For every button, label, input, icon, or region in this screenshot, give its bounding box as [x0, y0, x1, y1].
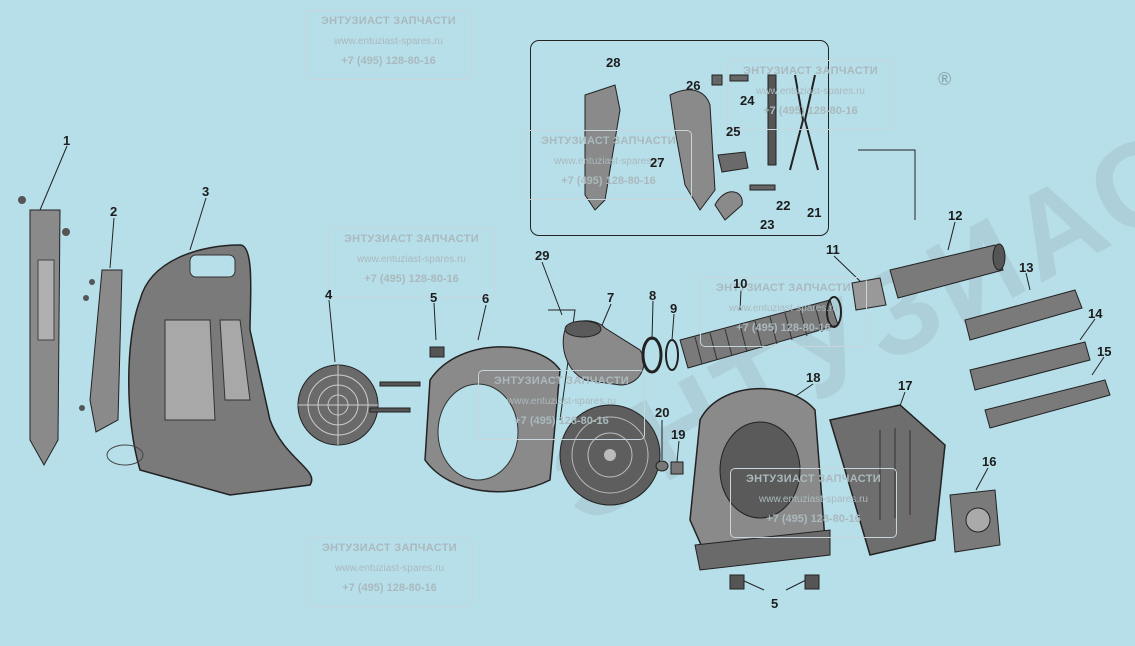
watermark-box: ЭНТУЗИАСТ ЗАПЧАСТИ www.entuziast-spares.…: [305, 10, 472, 80]
watermark-url: www.entuziast-spares.ru: [756, 86, 865, 97]
shoulder-strap-part: [18, 196, 70, 467]
watermark-box: ЭНТУЗИАСТ ЗАПЧАСТИ www.entuziast-spares.…: [306, 537, 473, 607]
part-label: 27: [650, 155, 665, 170]
watermark-box: ЭНТУЗИАСТ ЗАПЧАСТИ www.entuziast-spares.…: [328, 228, 495, 298]
watermark-phone: +7 (495) 128-80-16: [763, 105, 858, 117]
part-label: 29: [535, 248, 550, 263]
part-label: 15: [1097, 344, 1112, 359]
seal-ring-part: [665, 339, 679, 371]
watermark-box: ЭНТУЗИАСТ ЗАПЧАСТИ www.entuziast-spares.…: [727, 60, 894, 130]
pipe-collar-part: [851, 277, 887, 311]
part-label: 21: [807, 205, 822, 220]
part-label: 7: [607, 290, 615, 305]
part-label: 9: [670, 301, 678, 316]
part-label: 26: [686, 78, 701, 93]
part-label: 22: [776, 198, 791, 213]
intake-grille-part: [297, 364, 379, 446]
watermark-title: ЭНТУЗИАСТ ЗАПЧАСТИ: [322, 542, 457, 554]
watermark-url: www.entuziast-spares.ru: [335, 563, 444, 574]
washer-part: [655, 460, 669, 472]
watermark-url: www.entuziast-spares.ru: [759, 494, 868, 505]
part-label: 16: [982, 454, 997, 469]
watermark-phone: +7 (495) 128-80-16: [766, 513, 861, 525]
watermark-box: ЭНТУЗИАСТ ЗАПЧАСТИ www.entuziast-spares.…: [700, 277, 867, 347]
part-label: 19: [671, 427, 686, 442]
part-label: 10: [733, 276, 748, 291]
watermark-title: ЭНТУЗИАСТ ЗАПЧАСТИ: [743, 65, 878, 77]
bushing-part: [670, 461, 684, 475]
back-pad-part: [79, 269, 123, 433]
engine-cover-part: [829, 404, 946, 556]
watermark-phone: +7 (495) 128-80-16: [341, 55, 436, 67]
part-label: 28: [606, 55, 621, 70]
watermark-title: ЭНТУЗИАСТ ЗАПЧАСТИ: [746, 473, 881, 485]
watermark-box: ЭНТУЗИАСТ ЗАПЧАСТИ www.entuziast-spares.…: [730, 468, 897, 538]
spacer-bolts-part: [369, 346, 820, 590]
part-label: 8: [649, 288, 657, 303]
watermark-title: ЭНТУЗИАСТ ЗАПЧАСТИ: [541, 135, 676, 147]
part-label: 24: [740, 93, 755, 108]
part-label: 23: [760, 217, 775, 232]
registered-mark: ®: [938, 69, 952, 89]
watermark-title: ЭНТУЗИАСТ ЗАПЧАСТИ: [344, 233, 479, 245]
starter-plate-part: [949, 489, 1001, 553]
watermark-title: ЭНТУЗИАСТ ЗАПЧАСТИ: [716, 282, 851, 294]
part-label: 17: [898, 378, 913, 393]
watermark-title: ЭНТУЗИАСТ ЗАПЧАСТИ: [494, 375, 629, 387]
watermark-phone: +7 (495) 128-80-16: [342, 582, 437, 594]
watermark-phone: +7 (495) 128-80-16: [514, 415, 609, 427]
part-label: 4: [325, 287, 333, 302]
watermark-url: www.entuziast-spares.ru: [334, 36, 443, 47]
back-frame-part: [106, 244, 313, 496]
part-label: 18: [806, 370, 821, 385]
part-label: 14: [1088, 306, 1103, 321]
watermark-phone: +7 (495) 128-80-16: [364, 273, 459, 285]
part-label: 5: [771, 596, 779, 611]
watermark-url: www.entuziast-spares.ru: [729, 303, 838, 314]
part-label: 13: [1019, 260, 1034, 275]
blower-pipe-part: [889, 243, 1006, 299]
throttle-handle-parts: [584, 74, 819, 221]
part-label: 20: [655, 405, 670, 420]
watermark-phone: +7 (495) 128-80-16: [736, 322, 831, 334]
flex-hose-part: [679, 296, 842, 369]
watermark-box: ЭНТУЗИАСТ ЗАПЧАСТИ www.entuziast-spares.…: [478, 370, 645, 440]
impeller-part: [559, 404, 661, 506]
part-label: 11: [826, 242, 840, 257]
part-label: 1: [63, 133, 71, 148]
part-label: 25: [726, 124, 741, 139]
watermark-title: ЭНТУЗИАСТ ЗАПЧАСТИ: [321, 15, 456, 27]
inset-box: [530, 40, 829, 236]
watermark-url: www.entuziast-spares.ru: [554, 156, 663, 167]
watermark-url: www.entuziast-spares.ru: [357, 254, 466, 265]
hose-clamp-part: [641, 336, 663, 374]
engine-mount-part: [689, 387, 831, 571]
watermark-phone: +7 (495) 128-80-16: [561, 175, 656, 187]
part-label: 3: [202, 184, 210, 199]
watermark-url: www.entuziast-spares.ru: [507, 396, 616, 407]
part-label: 5: [430, 290, 438, 305]
part-label: 12: [948, 208, 963, 223]
part-label: 2: [110, 204, 118, 219]
watermark-box: ЭНТУЗИАСТ ЗАПЧАСТИ www.entuziast-spares.…: [525, 130, 692, 200]
nozzle-pipe-part: [964, 289, 1111, 429]
part-label: 6: [482, 291, 490, 306]
